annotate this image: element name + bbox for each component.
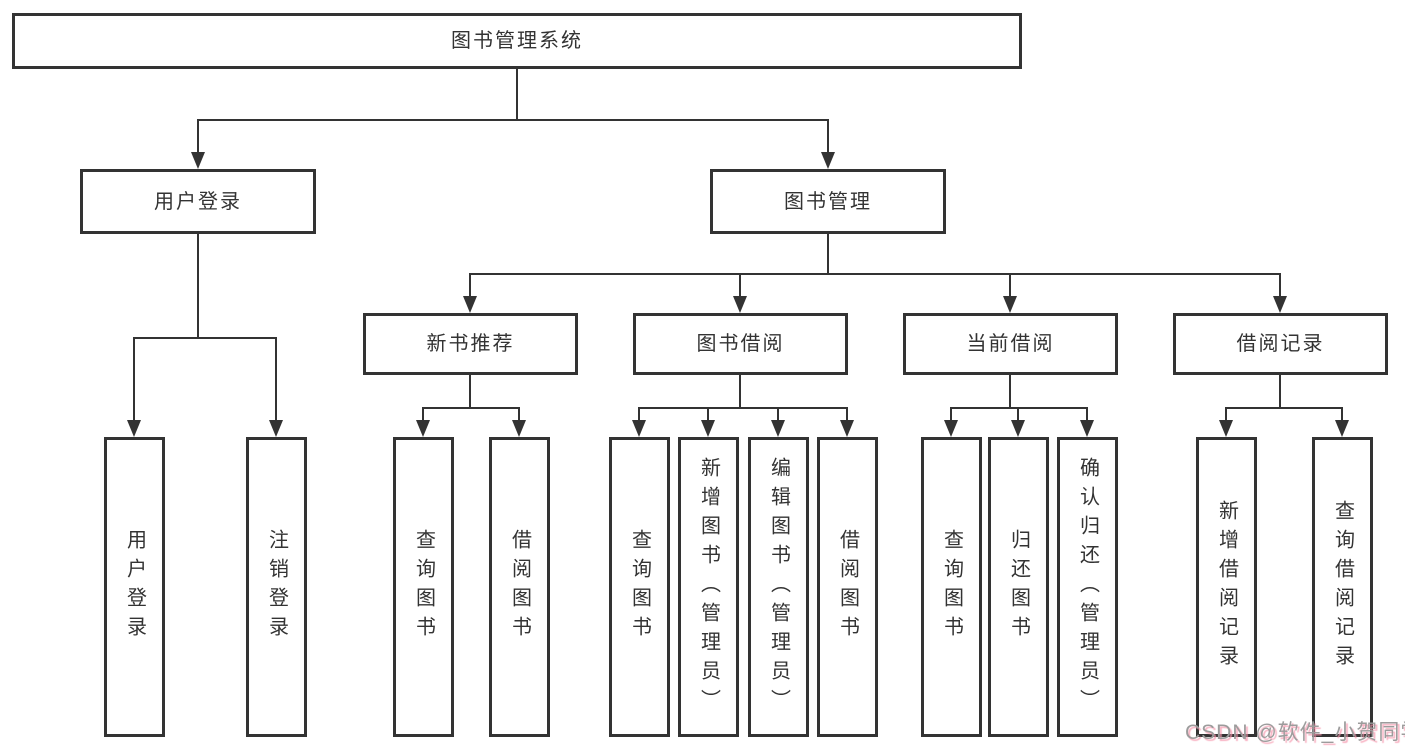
connector-root-stem [516,69,518,119]
arrow-down-icon [733,273,747,313]
connector-recommend-stem [469,375,471,407]
arrow-down-icon [191,119,205,169]
arrow-down-icon [1273,273,1287,313]
leaf-query-books-recommend: 查询图书 [393,437,454,737]
connector-borrowing-stem [739,375,741,407]
connector-root-branch [197,119,829,121]
leaf-edit-books-admin: 编辑图书（管理员） [748,437,809,737]
arrow-down-icon [1335,407,1349,437]
arrow-down-icon [771,407,785,437]
connector-records-branch [1225,407,1343,409]
leaf-query-books-current: 查询图书 [921,437,982,737]
node-root-library-system: 图书管理系统 [12,13,1022,69]
connector-current-stem [1009,375,1011,407]
node-current-borrowing: 当前借阅 [903,313,1118,375]
arrow-down-icon [127,337,141,437]
leaf-user-login: 用户登录 [104,437,165,737]
csdn-watermark: CSDN @软件_小贺同学 [1185,721,1405,744]
leaf-confirm-return-admin: 确认归还（管理员） [1057,437,1118,737]
leaf-return-books: 归还图书 [988,437,1049,737]
connector-book-mgmt-stem [827,234,829,273]
connector-borrowing-branch [638,407,848,409]
leaf-add-borrow-record: 新增借阅记录 [1196,437,1257,737]
connector-user-login-stem [197,234,199,337]
leaf-query-borrow-record: 查询借阅记录 [1312,437,1373,737]
node-new-book-recommend: 新书推荐 [363,313,578,375]
arrow-down-icon [512,407,526,437]
node-user-login: 用户登录 [80,169,316,234]
leaf-query-books-borrowing: 查询图书 [609,437,670,737]
node-book-management: 图书管理 [710,169,946,234]
connector-records-stem [1279,375,1281,407]
node-book-borrowing: 图书借阅 [633,313,848,375]
arrow-down-icon [463,273,477,313]
leaf-borrow-books-recommend: 借阅图书 [489,437,550,737]
arrow-down-icon [1011,407,1025,437]
arrow-down-icon [632,407,646,437]
arrow-down-icon [1219,407,1233,437]
arrow-down-icon [944,407,958,437]
arrow-down-icon [1080,407,1094,437]
leaf-add-books-admin: 新增图书（管理员） [678,437,739,737]
arrow-down-icon [416,407,430,437]
connector-book-mgmt-branch [469,273,1281,275]
arrow-down-icon [1003,273,1017,313]
connector-current-branch [950,407,1088,409]
leaf-borrow-books: 借阅图书 [817,437,878,737]
arrow-down-icon [840,407,854,437]
connector-recommend-branch [422,407,520,409]
leaf-logout: 注销登录 [246,437,307,737]
node-borrow-records: 借阅记录 [1173,313,1388,375]
arrow-down-icon [269,337,283,437]
arrow-down-icon [701,407,715,437]
connector-user-login-branch [133,337,277,339]
arrow-down-icon [821,119,835,169]
